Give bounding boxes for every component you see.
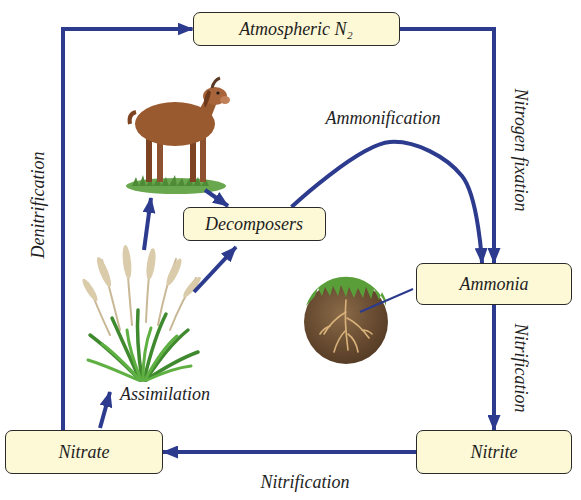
root-soil-picture bbox=[362, 330, 372, 334]
goat-picture bbox=[126, 78, 230, 194]
root-soil-picture bbox=[320, 300, 372, 352]
root-soil-picture bbox=[304, 277, 388, 364]
goat-picture bbox=[200, 134, 206, 182]
compound-box: Ammonia bbox=[416, 263, 572, 305]
cycle-arrow bbox=[492, 305, 496, 430]
grass-picture bbox=[88, 247, 196, 335]
goat-picture bbox=[130, 112, 136, 124]
grass-picture bbox=[88, 328, 191, 380]
compound-box: Nitrate bbox=[5, 430, 163, 474]
grass-picture bbox=[127, 330, 141, 380]
root-soil-picture bbox=[324, 312, 346, 334]
flow-arrow bbox=[100, 392, 110, 428]
flow-arrow bbox=[194, 247, 236, 292]
grass-picture bbox=[80, 245, 203, 303]
grass-picture bbox=[80, 245, 203, 380]
goat-picture bbox=[132, 175, 209, 186]
cycle-arrow bbox=[292, 142, 483, 263]
grass-picture bbox=[80, 277, 100, 303]
grass-picture bbox=[94, 256, 113, 289]
flow-arrow bbox=[144, 198, 151, 250]
grass-picture bbox=[164, 257, 184, 287]
process-label: Assimilation bbox=[118, 384, 212, 405]
process-label: Denitrification bbox=[28, 150, 49, 261]
cycle-arrow bbox=[63, 29, 193, 430]
compound-box: Nitrite bbox=[416, 430, 572, 474]
reservoir-box: Atmospheric N₂ bbox=[193, 12, 400, 46]
cycle-arrow bbox=[163, 450, 416, 454]
root-soil-picture bbox=[345, 300, 348, 350]
root-soil-picture bbox=[334, 330, 346, 352]
node-text: Nitrite bbox=[470, 442, 517, 463]
goat-picture bbox=[212, 78, 220, 88]
root-soil-picture bbox=[348, 334, 358, 352]
process-label: Nitrification bbox=[511, 321, 532, 414]
process-box: Decomposers bbox=[183, 207, 326, 241]
grass-picture bbox=[147, 366, 191, 380]
leader-line bbox=[360, 289, 413, 312]
grass-picture bbox=[145, 248, 157, 281]
node-text: Atmospheric N₂ bbox=[239, 19, 353, 40]
node-text: Ammonia bbox=[460, 274, 529, 295]
goat-picture bbox=[204, 90, 211, 108]
goat-picture bbox=[220, 96, 230, 104]
goat-picture bbox=[216, 91, 219, 94]
node-text: Nitrate bbox=[58, 442, 109, 463]
grass-picture bbox=[121, 245, 133, 280]
process-label: Ammonification bbox=[324, 108, 443, 129]
process-label: Nitrogen fixation bbox=[511, 87, 532, 214]
process-label: Nitrification bbox=[258, 472, 351, 493]
node-text: Decomposers bbox=[205, 214, 303, 235]
grass-picture bbox=[90, 310, 198, 380]
flow-arrow bbox=[205, 190, 228, 206]
goat-picture bbox=[146, 136, 152, 182]
root-soil-picture bbox=[320, 326, 330, 334]
